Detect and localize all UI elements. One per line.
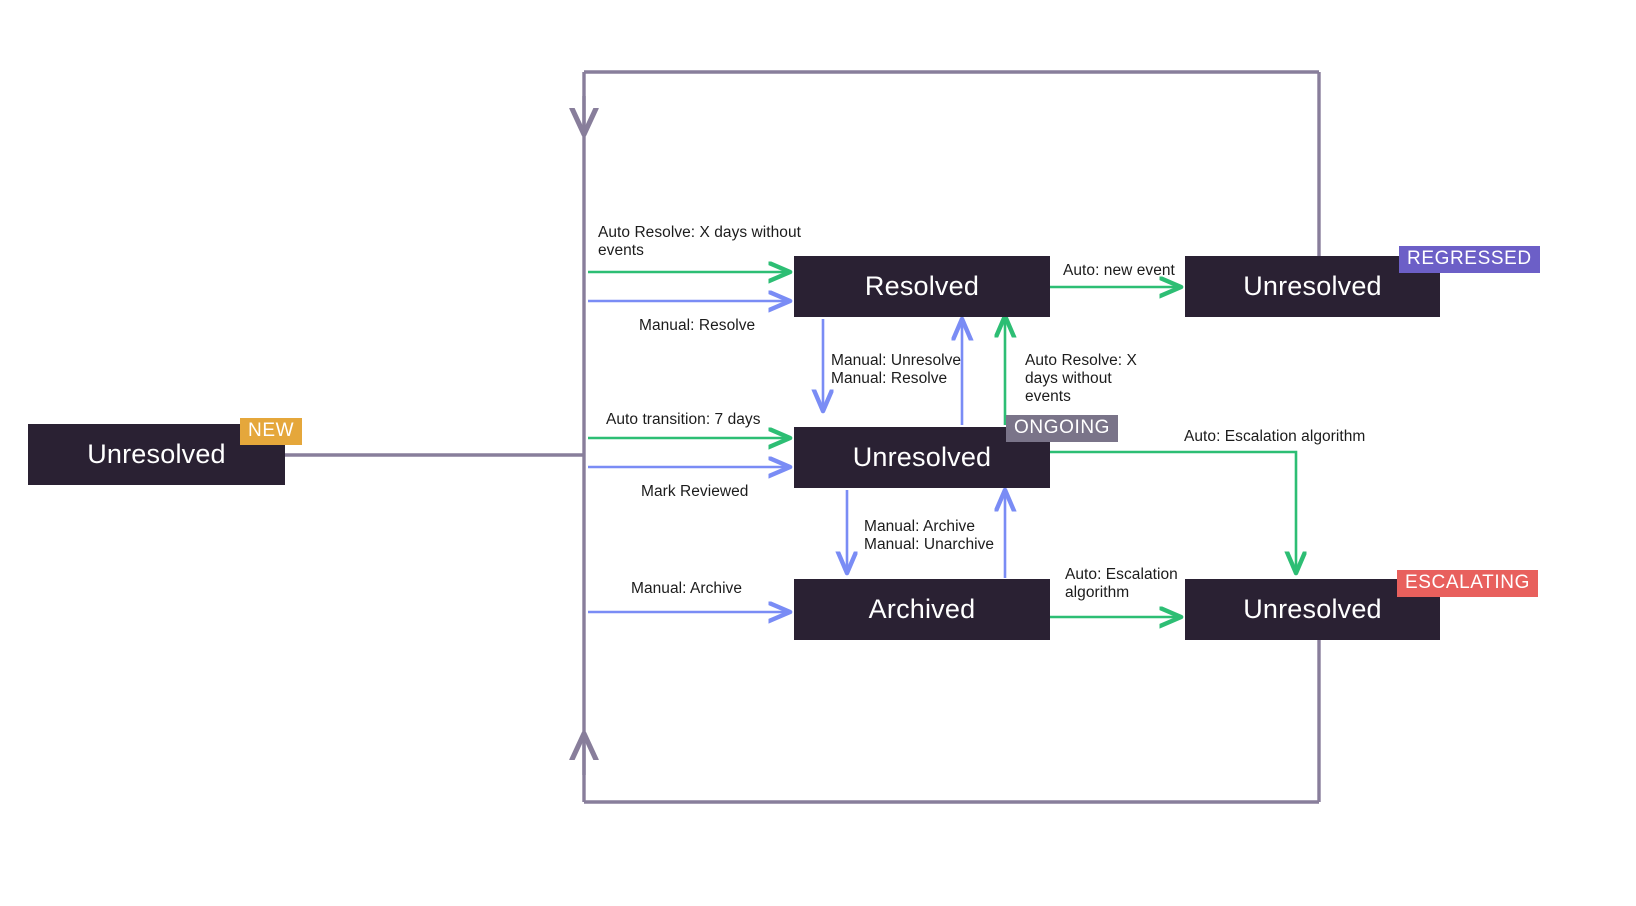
status-badge-label: NEW — [248, 420, 295, 441]
state-node-label: Unresolved — [1243, 594, 1382, 624]
edge-label-auto-escalation-top: Auto: Escalation algorithm — [1184, 428, 1366, 445]
edge-label-auto-escalation-bottom: Auto: Escalation algorithm — [1065, 566, 1178, 601]
status-badge-ongoing: ONGOING — [1006, 415, 1119, 442]
status-badge-escalating: ESCALATING — [1397, 570, 1538, 597]
state-node-ongoing[interactable]: Unresolved — [794, 427, 1050, 488]
edge-label-auto-resolve-x-days: Auto Resolve: X days without events — [598, 224, 802, 259]
status-badge-regressed: REGRESSED — [1399, 246, 1540, 273]
edge-label-manual-archive-unarchive: Manual: Archive Manual: Unarchive — [864, 518, 995, 553]
state-node-label: Resolved — [864, 271, 980, 301]
state-node-label: Unresolved — [852, 442, 992, 472]
state-node-archived[interactable]: Archived — [794, 579, 1050, 640]
status-badge-new: NEW — [240, 418, 303, 445]
state-node-label: Archived — [868, 594, 976, 624]
frame-edge-bottom-return — [584, 640, 1321, 804]
status-badge-label: ESCALATING — [1405, 572, 1530, 593]
status-badge-label: REGRESSED — [1407, 248, 1532, 269]
edge-auto-escalation-top — [1050, 450, 1296, 570]
edge-label-mark-reviewed: Mark Reviewed — [641, 483, 749, 500]
frame-edge-top-return — [584, 70, 1321, 262]
status-badge-label: ONGOING — [1014, 417, 1111, 438]
edge-label-manual-resolve: Manual: Resolve — [639, 317, 756, 334]
state-node-resolved[interactable]: Resolved — [794, 256, 1050, 317]
edge-label-auto-resolve-x-days-2: Auto Resolve: X days without events — [1025, 352, 1137, 405]
state-node-regressed[interactable]: Unresolved — [1185, 256, 1440, 317]
edge-label-auto-transition-7-days: Auto transition: 7 days — [606, 411, 761, 428]
state-node-label: Unresolved — [1243, 271, 1382, 301]
edge-label-manual-archive: Manual: Archive — [631, 580, 743, 597]
edge-label-auto-new-event: Auto: new event — [1063, 262, 1175, 279]
state-node-label: Unresolved — [87, 439, 226, 469]
edge-label-manual-unresolve-resolve: Manual: Unresolve Manual: Resolve — [831, 352, 962, 387]
